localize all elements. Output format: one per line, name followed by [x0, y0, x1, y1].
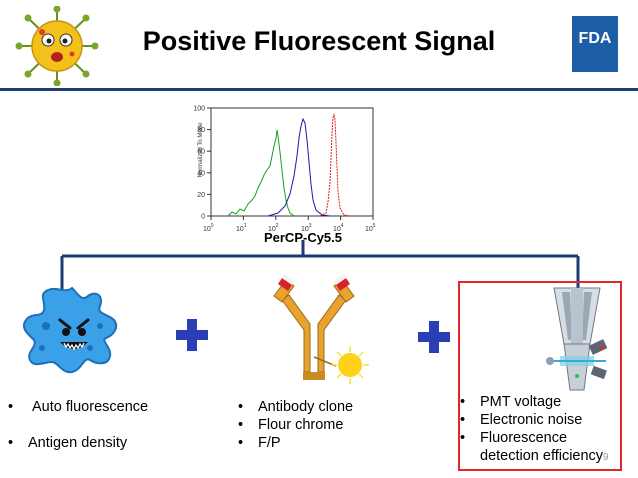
fluorescence-histogram: 0 20 40 60 80 100 100 101 102 103 104 10… — [193, 106, 376, 234]
list-item-text: Antigen density — [28, 435, 128, 451]
y-tick-label: 0 — [201, 214, 205, 221]
virus-icon — [15, 6, 99, 86]
antibody-factor-list: Antibody clone Flour chrome F/P — [238, 398, 408, 452]
page-number: 9 — [603, 452, 609, 463]
x-tick-label: 104 — [333, 223, 344, 233]
list-item: Antibody clone — [238, 398, 408, 416]
plus-icon — [418, 321, 450, 353]
y-tick-label: 40 — [197, 170, 205, 177]
red-histogram-curve — [319, 113, 351, 217]
list-item: Auto fluorescence — [8, 398, 188, 416]
list-item: PMT voltage — [460, 393, 620, 411]
list-item: F/P — [238, 434, 408, 452]
histogram-plot-frame — [210, 107, 374, 217]
antibody-icon — [273, 274, 369, 384]
instrument-factor-list: PMT voltage Electronic noise Fluorescenc… — [460, 393, 620, 465]
x-tick-label: 101 — [236, 223, 247, 233]
list-item: Electronic noise — [460, 411, 620, 429]
list-item-text: Auto fluorescence — [32, 399, 149, 415]
y-tick-label: 60 — [197, 149, 205, 156]
list-item-text: Flour chrome — [258, 417, 344, 433]
fda-logo — [572, 16, 618, 72]
slide-title: Positive Fluorescent Signal — [142, 26, 496, 56]
cell-icon — [22, 286, 118, 374]
plus-icon — [176, 319, 208, 351]
fda-logo-text: FDA — [578, 30, 612, 47]
instrument-highlight-box — [458, 281, 622, 471]
list-item: Antigen density — [8, 434, 188, 452]
y-tick-label: 20 — [197, 192, 205, 199]
list-item: Fluorescence detection efficiency — [460, 429, 620, 465]
x-tick-label: 102 — [268, 223, 279, 233]
list-item: Flour chrome — [238, 416, 408, 434]
x-tick-label: 100 — [203, 223, 214, 233]
flow-cell-icon — [546, 287, 608, 391]
title-divider — [0, 88, 638, 91]
list-item-text: Electronic noise — [480, 412, 583, 428]
list-item-text: Antibody clone — [258, 399, 354, 415]
y-tick-label: 80 — [197, 127, 205, 134]
list-item-text: PMT voltage — [480, 394, 562, 410]
list-item-text: F/P — [258, 435, 281, 451]
x-tick-label: 103 — [301, 223, 312, 233]
histogram-y-axis-label: Normalized To Mode — [198, 122, 204, 178]
x-tick-label: 105 — [365, 223, 376, 233]
cell-factor-list: Auto fluorescence Antigen density — [8, 398, 188, 452]
y-tick-label: 100 — [193, 106, 205, 113]
list-item-text: Fluorescence detection efficiency — [480, 430, 604, 464]
green-histogram-curve — [227, 129, 295, 217]
histogram-x-axis-label: PerCP-Cy5.5 — [263, 230, 343, 245]
blue-histogram-curve — [267, 117, 331, 217]
